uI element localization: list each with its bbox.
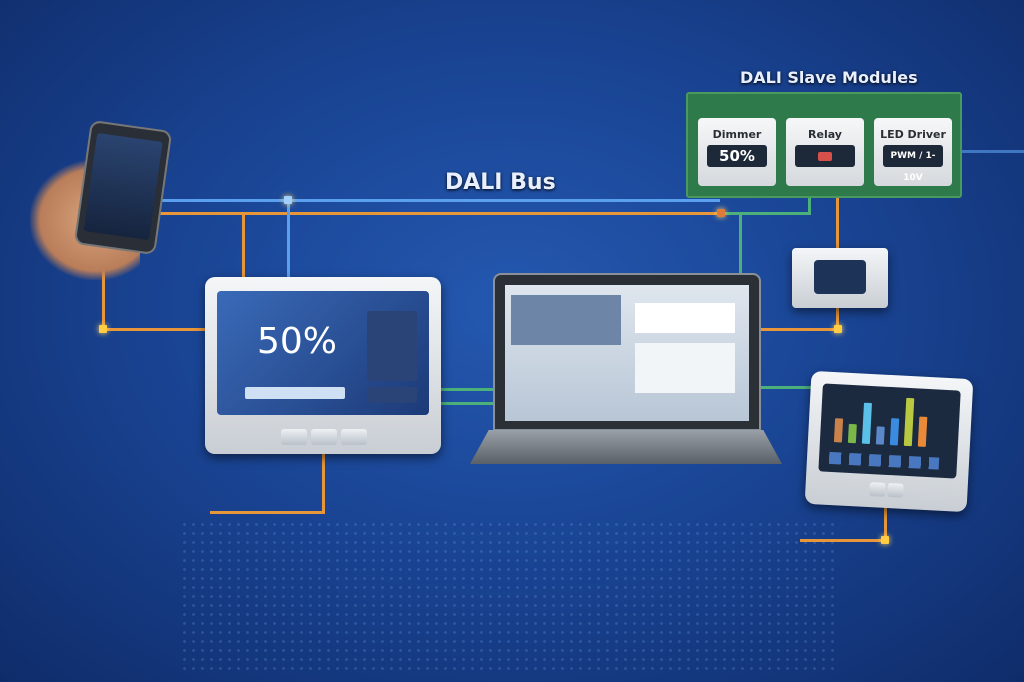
panel-screen: 50% <box>217 291 429 415</box>
orange-wire <box>102 328 206 331</box>
slave-module-board: Dimmer 50% Relay LED Driver PWM / 1-10V <box>686 92 962 198</box>
dali-bus-line <box>160 199 720 202</box>
energy-monitor-panel[interactable] <box>804 370 974 513</box>
monitor-screen <box>818 383 961 479</box>
panel-button[interactable] <box>341 429 367 445</box>
green-wire <box>808 195 811 215</box>
panel-button[interactable] <box>887 482 904 498</box>
green-wire <box>440 402 495 405</box>
relay-switch-icon <box>795 145 855 167</box>
junction-node <box>284 196 292 204</box>
dali-bus-label: DALI Bus <box>445 170 556 195</box>
chart-bar <box>847 423 857 444</box>
laptop-keyboard <box>470 430 782 464</box>
info-panel <box>635 303 735 333</box>
building-image <box>511 295 621 345</box>
junction-node <box>717 209 725 217</box>
laptop[interactable] <box>493 273 761 431</box>
orange-wire <box>102 250 105 330</box>
panel-button[interactable] <box>281 429 307 445</box>
chart-bar <box>833 418 844 443</box>
bus-line-exit <box>960 150 1024 153</box>
module-display: PWM / 1-10V <box>883 145 943 183</box>
relay-module[interactable]: Relay <box>786 118 864 186</box>
dot-pattern <box>180 520 840 670</box>
junction-node <box>834 325 842 333</box>
orange-wire <box>760 328 838 331</box>
green-wire <box>722 212 810 215</box>
module-display: 50% <box>707 145 767 167</box>
power-button[interactable] <box>367 387 417 403</box>
module-label: Relay <box>808 128 842 141</box>
level-slider[interactable] <box>245 387 345 399</box>
level-readout: 50% <box>257 321 338 362</box>
panel-button[interactable] <box>869 482 886 497</box>
green-wire <box>440 388 495 391</box>
module-label: Dimmer <box>712 128 762 141</box>
panel-button[interactable] <box>311 429 337 445</box>
bar-chart <box>830 394 950 448</box>
chart-bar <box>889 418 900 446</box>
list-panel <box>635 343 735 393</box>
orange-wire <box>800 539 887 542</box>
wall-touch-panel[interactable]: 50% <box>205 277 441 454</box>
phone-screen <box>83 132 163 241</box>
control-buttons[interactable] <box>367 311 417 381</box>
orange-wire <box>322 452 325 514</box>
module-label: LED Driver <box>880 128 946 141</box>
laptop-screen-dashboard <box>505 285 749 421</box>
orange-wire <box>242 213 245 331</box>
green-wire <box>739 213 742 273</box>
junction-node <box>99 325 107 333</box>
smartphone[interactable] <box>73 119 173 256</box>
chart-bar <box>903 397 915 447</box>
dali-relay-device[interactable] <box>792 248 888 308</box>
orange-wire <box>160 212 722 215</box>
modules-title: DALI Slave Modules <box>740 68 918 87</box>
chart-bar <box>917 416 928 447</box>
chart-bar <box>875 426 885 445</box>
orange-wire <box>884 505 887 541</box>
green-wire <box>760 386 820 389</box>
device-screen <box>814 260 866 294</box>
monitor-buttons[interactable] <box>828 451 940 470</box>
led-driver-module[interactable]: LED Driver PWM / 1-10V <box>874 118 952 186</box>
bus-drop-panel <box>287 200 290 278</box>
junction-node <box>881 536 889 544</box>
orange-wire <box>210 511 325 514</box>
dimmer-module[interactable]: Dimmer 50% <box>698 118 776 186</box>
chart-bar <box>861 402 872 445</box>
